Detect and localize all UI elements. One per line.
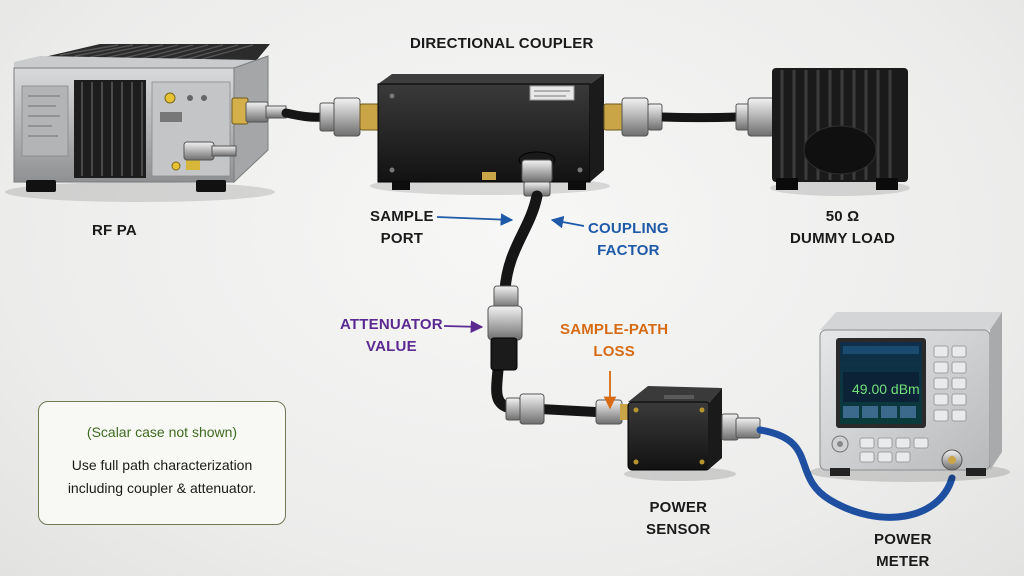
sensor-input-connector (505, 393, 630, 425)
dummy-load-label-line1: 50 Ω (825, 208, 860, 225)
sample-path-loss-label-line2: LOSS (593, 343, 635, 360)
attenuator-value-label-line1: ATTENUATOR (340, 316, 443, 333)
cable-pa-to-coupler (281, 97, 381, 137)
directional-coupler (370, 74, 610, 197)
power-sensor-label-line2: SENSOR (646, 521, 711, 538)
power-meter: 49.00 dBm (810, 312, 1010, 482)
directional-coupler-label: DIRECTIONAL COUPLER (410, 35, 594, 52)
attenuator-value-arrow (443, 320, 484, 333)
attenuator-value-label: ATTENUATOR VALUE (340, 314, 443, 358)
note-title: (Scalar case not shown) (86, 424, 238, 440)
meter-reading: 49.00 dBm (852, 381, 920, 397)
rf-pa-label: RF PA (92, 222, 137, 239)
sample-path-loss-label: SAMPLE-PATH LOSS (560, 319, 668, 363)
sample-port-arrow (436, 213, 514, 226)
coupling-factor-label-line2: FACTOR (597, 242, 660, 259)
power-meter-label-line2: METER (876, 553, 930, 570)
power-meter-label: POWER METER (874, 529, 932, 573)
coupling-factor-arrow (550, 215, 585, 229)
blue-sensor-cable (756, 426, 956, 521)
note-body: Use full path characterization including… (39, 454, 285, 500)
power-sensor-label-line1: POWER (649, 499, 708, 516)
note-body-line1: Use full path characterization (71, 457, 253, 473)
dummy-load (770, 68, 910, 196)
sample-port-label: SAMPLE PORT (370, 206, 434, 250)
power-sensor-label: POWER SENSOR (646, 497, 711, 541)
cable-coupler-to-load (603, 97, 775, 137)
sample-path-loss-label-line1: SAMPLE-PATH (560, 321, 669, 338)
in-line-attenuator (487, 285, 523, 371)
sample-port-label-line1: SAMPLE (370, 208, 434, 225)
note-box: (Scalar case not shown) Use full path ch… (38, 401, 286, 525)
coupling-factor-label-line1: COUPLING (588, 220, 669, 237)
dummy-load-label-line2: DUMMY LOAD (790, 230, 896, 247)
coupling-factor-label: COUPLING FACTOR (588, 218, 669, 262)
rf-pa-amplifier (5, 44, 287, 202)
power-sensor (624, 386, 761, 481)
attenuator-value-label-line2: VALUE (366, 338, 417, 355)
dummy-load-label: 50 Ω DUMMY LOAD (790, 206, 895, 250)
sample-port-label-line2: PORT (380, 230, 424, 247)
power-meter-label-line1: POWER (874, 531, 932, 548)
note-body-line2: including coupler & attenuator. (67, 480, 257, 496)
